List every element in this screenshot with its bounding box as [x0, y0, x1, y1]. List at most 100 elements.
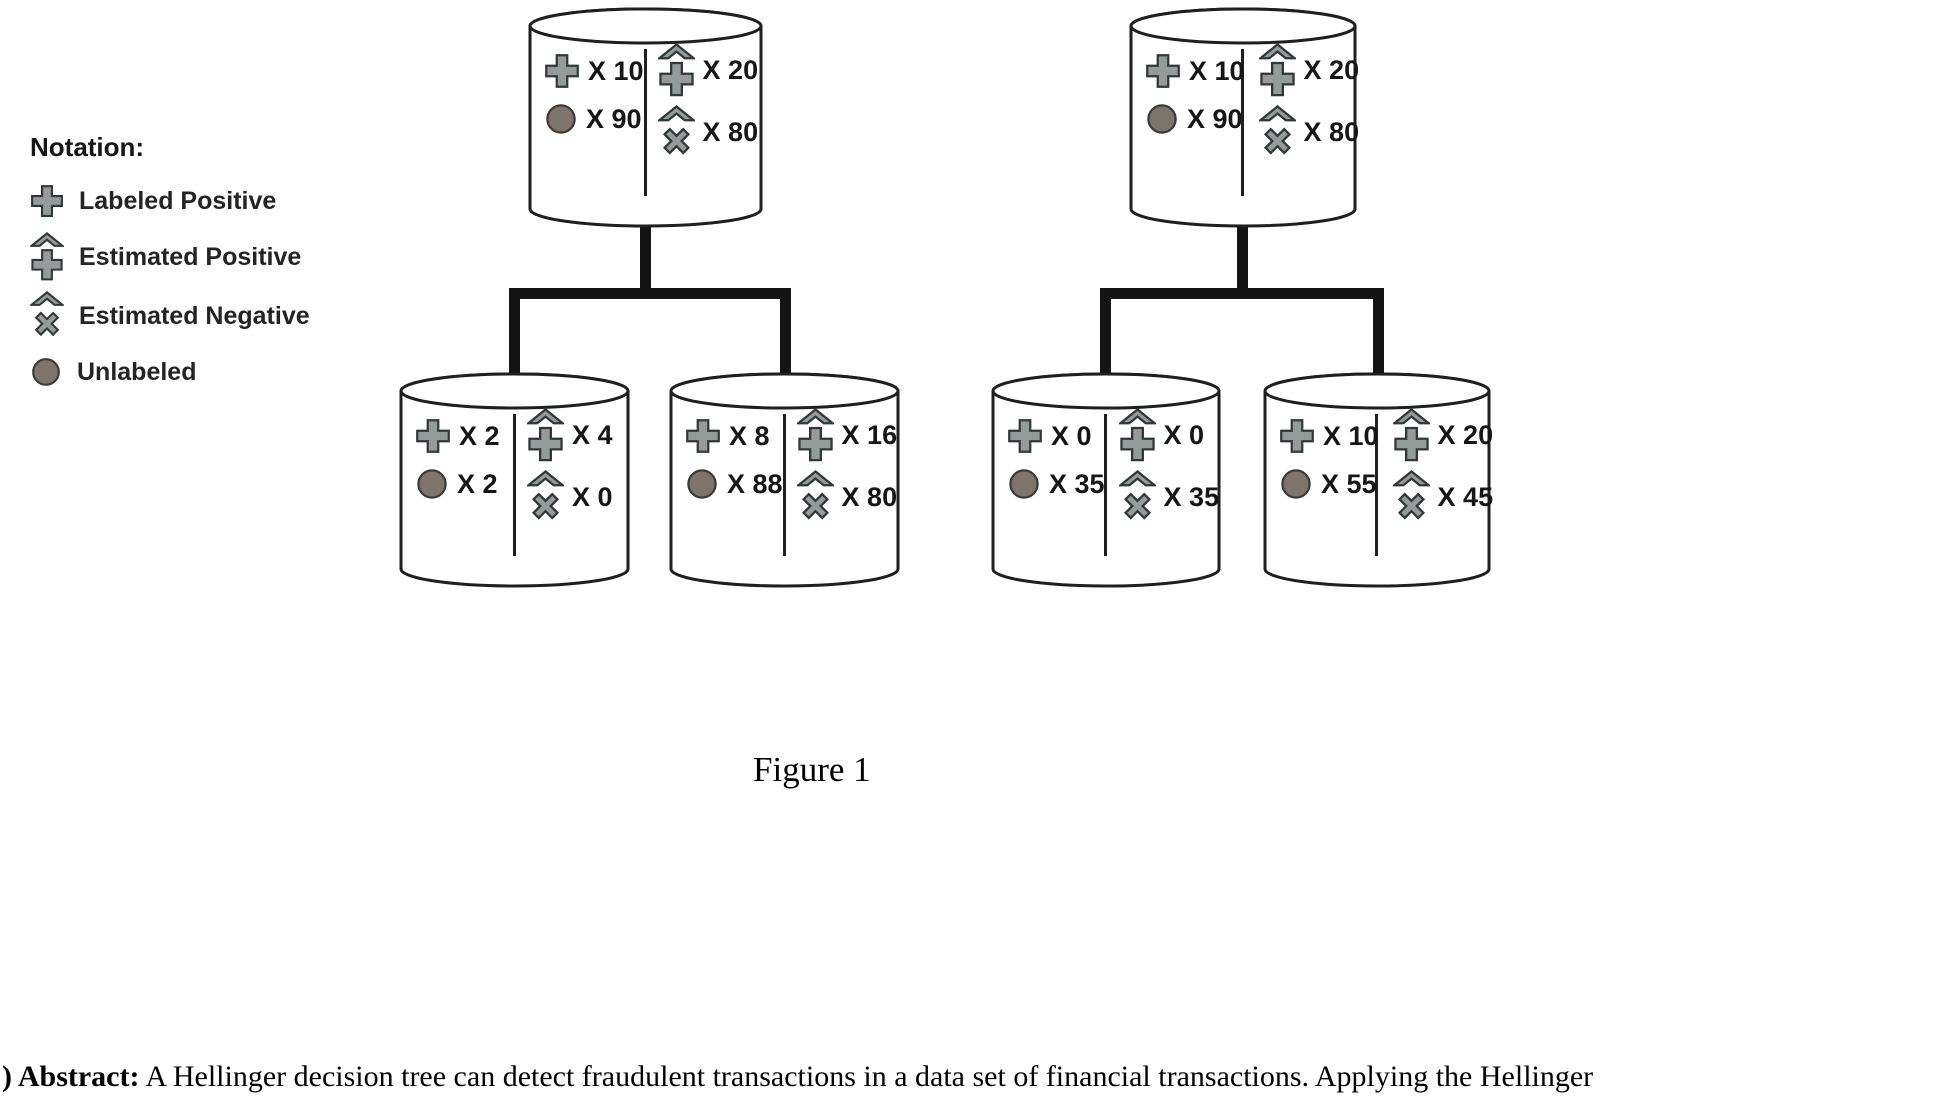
estimated-negative-icon [796, 470, 834, 520]
unlabeled-icon [1147, 104, 1177, 134]
tree2-left-drop-connector [1100, 294, 1111, 376]
labeled-positive-count: X 8 [729, 420, 770, 451]
estimated-positive-count: X 16 [841, 420, 898, 450]
tree1-right-child-node: X 8 X 88 X 16 X 80 [668, 370, 901, 590]
tree2-trunk-connector [1237, 224, 1248, 296]
abstract-prefix: ) [2, 1060, 18, 1093]
tree2-right-drop-connector [1373, 294, 1384, 376]
figure-caption: Figure 1 [753, 750, 871, 789]
labeled-positive-stat: X 10 [1145, 53, 1245, 89]
tree2-left-child-node: X 0 X 35 X 0 X 35 [990, 370, 1222, 590]
estimated-positive-icon [796, 408, 834, 462]
estimated-positive-stat: X 20 [657, 43, 759, 98]
tree1-right-drop-connector [780, 294, 791, 376]
column-divider [643, 49, 647, 196]
labeled-positive-count: X 10 [1189, 55, 1245, 86]
estimated-positive-count: X 4 [572, 420, 613, 450]
unlabeled-stat: X 90 [1145, 102, 1243, 136]
labeled-positive-stat: X 2 [415, 418, 500, 454]
labeled-positive-stat: X 10 [1279, 418, 1379, 454]
tree1-root-node: X 10 X 90 X 20 X 80 [527, 5, 764, 230]
column-divider [512, 414, 516, 556]
estimated-positive-icon [1258, 43, 1296, 97]
legend-item-label: Estimated Negative [79, 301, 310, 330]
estimated-positive-icon [1118, 408, 1156, 462]
labeled-positive-count: X 0 [1051, 420, 1092, 451]
unlabeled-stat: X 35 [1007, 467, 1105, 501]
estimated-positive-stat: X 4 [527, 408, 613, 463]
tree2-root-node: X 10 X 90 X 20 X 80 [1128, 5, 1360, 230]
labeled-positive-icon [416, 419, 450, 453]
estimated-negative-stat: X 35 [1118, 470, 1220, 525]
estimated-negative-count: X 0 [572, 482, 613, 512]
notation-title: Notation: [30, 132, 145, 162]
labeled-positive-icon [1008, 419, 1042, 453]
labeled-positive-stat: X 8 [685, 418, 770, 454]
abstract-label: Abstract: [17, 1060, 140, 1093]
estimated-positive-icon [527, 408, 564, 462]
unlabeled-icon [546, 104, 576, 134]
unlabeled-stat: X 2 [415, 467, 498, 501]
estimated-negative-icon [657, 105, 695, 155]
tree1-trunk-connector [640, 224, 651, 296]
estimated-negative-count: X 35 [1163, 482, 1220, 512]
unlabeled-icon [1009, 469, 1039, 499]
column-divider [1104, 414, 1107, 556]
tree1-left-drop-connector [509, 294, 520, 376]
unlabeled-icon [1281, 469, 1311, 499]
unlabeled-stat: X 90 [544, 102, 642, 136]
labeled-positive-icon [31, 185, 63, 217]
estimated-positive-icon [1392, 408, 1430, 462]
estimated-positive-count: X 20 [1303, 55, 1360, 85]
labeled-positive-count: X 10 [588, 55, 644, 86]
estimated-negative-stat: X 0 [527, 470, 613, 525]
estimated-positive-count: X 20 [1437, 420, 1494, 450]
tree1-left-child-node: X 2 X 2 X 4 X 0 [398, 370, 631, 590]
estimated-positive-stat: X 20 [1258, 43, 1360, 98]
unlabeled-icon [32, 358, 60, 386]
legend-item-estimated-negative: Estimated Negative [30, 291, 310, 341]
unlabeled-count: X 90 [1187, 103, 1243, 134]
unlabeled-icon [687, 469, 717, 499]
estimated-negative-count: X 80 [1303, 117, 1360, 147]
tree2-right-child-node: X 10 X 55 X 20 X 45 [1262, 370, 1494, 590]
estimated-negative-count: X 80 [702, 117, 759, 147]
unlabeled-icon [417, 469, 447, 499]
legend-item-labeled-positive: Labeled Positive [30, 179, 310, 223]
tree1-branch-bar [509, 288, 791, 299]
unlabeled-count: X 88 [727, 468, 783, 499]
estimated-negative-stat: X 80 [657, 105, 759, 160]
legend-item-label: Estimated Positive [79, 242, 302, 271]
legend-item-estimated-positive: Estimated Positive [30, 232, 310, 282]
abstract-body: A Hellinger decision tree can detect fra… [139, 1060, 1594, 1093]
labeled-positive-icon [686, 419, 720, 453]
estimated-positive-icon [30, 232, 64, 281]
tree2-branch-bar [1100, 288, 1384, 299]
estimated-positive-count: X 20 [702, 55, 759, 85]
estimated-positive-stat: X 20 [1392, 408, 1494, 463]
unlabeled-stat: X 55 [1279, 467, 1377, 501]
estimated-negative-icon [527, 470, 564, 520]
labeled-positive-icon [545, 54, 579, 88]
labeled-positive-icon [1280, 419, 1314, 453]
estimated-positive-icon [657, 43, 695, 97]
estimated-negative-icon [30, 291, 64, 336]
estimated-negative-stat: X 45 [1392, 470, 1494, 525]
estimated-positive-stat: X 16 [796, 408, 898, 463]
labeled-positive-stat: X 0 [1007, 418, 1092, 454]
estimated-negative-icon [1392, 470, 1430, 520]
unlabeled-stat: X 88 [685, 467, 783, 501]
legend-item-label: Labeled Positive [79, 186, 277, 215]
column-divider [1241, 49, 1244, 196]
unlabeled-count: X 2 [457, 468, 498, 499]
estimated-negative-count: X 45 [1437, 482, 1494, 512]
estimated-negative-icon [1118, 470, 1156, 520]
labeled-positive-stat: X 10 [544, 53, 644, 89]
estimated-positive-count: X 0 [1163, 420, 1205, 450]
legend-item-unlabeled: Unlabeled [30, 350, 310, 394]
estimated-negative-count: X 80 [841, 482, 898, 512]
estimated-negative-stat: X 80 [1258, 105, 1360, 160]
legend-item-label: Unlabeled [77, 357, 197, 386]
estimated-positive-stat: X 0 [1118, 408, 1205, 463]
